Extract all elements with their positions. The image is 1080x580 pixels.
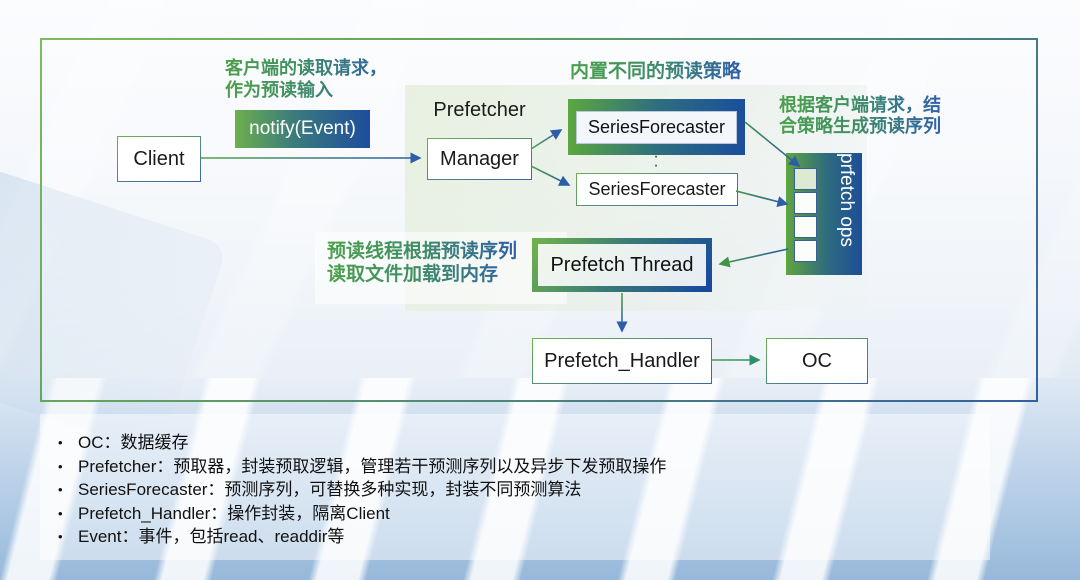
prefetch-ops-queue (794, 168, 817, 262)
annotation-strategies: 内置不同的预读策略 (570, 61, 742, 82)
legend-panel (40, 414, 990, 560)
legend-item-oc: • OC：数据缓存 (58, 431, 666, 455)
annotation-generate-line1: 根据客户端请求，结 (779, 95, 941, 115)
queue-cell (794, 216, 817, 238)
series-forecaster-top-node: SeriesForecaster (568, 99, 745, 155)
annotation-thread-line2: 读取文件加载到内存 (327, 264, 499, 285)
annotation-thread-line1: 预读线程根据预读序列 (327, 241, 518, 262)
annotation-client-request: 客户端的读取请求， 作为预读输入 (225, 57, 387, 101)
bullet-icon: • (58, 505, 63, 521)
manager-node: Manager (427, 138, 532, 180)
legend-item-prefetcher: • Prefetcher：预取器，封装预取逻辑，管理若干预测序列以及异步下发预取… (58, 455, 666, 479)
client-node: Client (117, 136, 201, 182)
prefetcher-label: Prefetcher (433, 99, 526, 121)
annotation-generate-sequence: 根据客户端请求，结 合策略生成预读序列 (779, 95, 941, 137)
legend-item-event: • Event：事件，包括read、readdir等 (58, 525, 666, 549)
queue-cell (794, 192, 817, 214)
series-forecaster-top-label: SeriesForecaster (576, 110, 737, 144)
prefetch-handler-node: Prefetch_Handler (532, 338, 712, 384)
oc-node: OC (766, 338, 868, 384)
bullet-icon: • (58, 435, 63, 450)
series-forecaster-bottom-node: SeriesForecaster (576, 173, 738, 206)
thread-annotation-backdrop (315, 232, 567, 304)
legend-item-text: OC：数据缓存 (78, 433, 189, 452)
legend-item-text: Event：事件，包括read、readdir等 (78, 527, 345, 546)
bullet-icon: • (58, 482, 63, 497)
queue-cell (794, 240, 817, 262)
legend-list: • OC：数据缓存 • Prefetcher：预取器，封装预取逻辑，管理若干预测… (58, 431, 666, 549)
queue-cell (794, 168, 817, 190)
annotation-client-request-line2: 作为预读输入 (225, 80, 333, 100)
annotation-thread-read: 预读线程根据预读序列 读取文件加载到内存 (327, 240, 517, 286)
legend-item-text: Prefetcher：预取器，封装预取逻辑，管理若干预测序列以及异步下发预取操作 (78, 456, 667, 476)
annotation-client-request-line1: 客户端的读取请求， (225, 58, 387, 78)
annotation-generate-line2: 合策略生成预读序列 (779, 116, 941, 136)
legend-item-prefetch-handler: • Prefetch_Handler：操作封装，隔离Client (58, 502, 666, 526)
background-photo-band (0, 378, 1080, 580)
prefetch-ops-node: prfetch ops (786, 153, 862, 275)
legend-item-text: Prefetch_Handler：操作封装，隔离Client (78, 503, 390, 523)
legend-item-seriesforecaster: • SeriesForecaster：预测序列，可替换多种实现，封装不同预测算法 (58, 478, 666, 502)
prefetch-ops-label: prfetch ops (836, 153, 857, 247)
legend-item-text: SeriesForecaster：预测序列，可替换多种实现，封装不同预测算法 (78, 480, 582, 499)
bullet-icon: • (58, 529, 63, 544)
bullet-icon: • (58, 458, 63, 474)
notify-event-box: notify(Event) (235, 110, 370, 148)
prefetch-thread-node: Prefetch Thread (532, 238, 712, 292)
